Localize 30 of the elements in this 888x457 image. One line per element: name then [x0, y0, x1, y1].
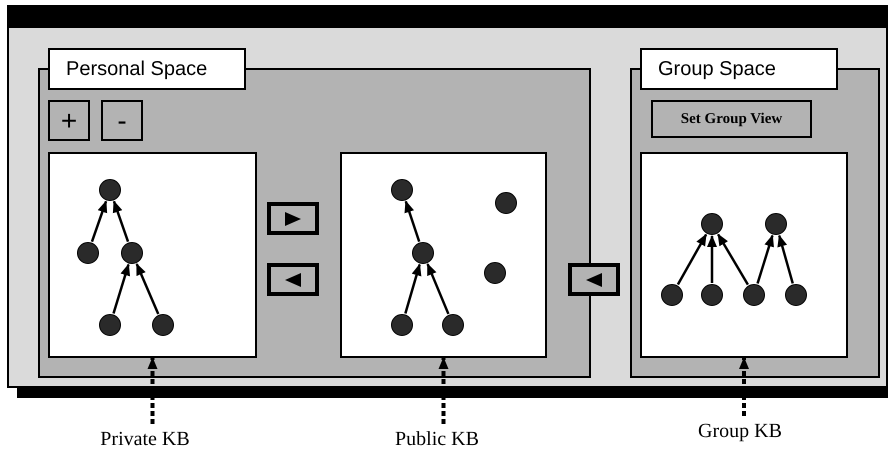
arrow	[112, 264, 130, 314]
arrow	[707, 235, 717, 283]
panel-title-tab: Personal Space	[48, 48, 246, 90]
panel-title-tab: Group Space	[640, 48, 838, 90]
copy-left-button	[568, 263, 620, 296]
knowledge-base-view	[340, 152, 547, 358]
copy-right-button	[267, 202, 319, 235]
arrow	[676, 234, 708, 286]
arrow	[756, 234, 774, 284]
arrow	[404, 264, 422, 314]
dashed-arrow	[739, 357, 749, 416]
zoom-button: +	[48, 100, 90, 141]
arrow	[112, 200, 130, 242]
arrow	[777, 234, 794, 284]
arrow	[136, 263, 160, 314]
kb-caption: Private KB	[100, 427, 190, 452]
kb-caption: Public KB	[395, 427, 479, 452]
dashed-arrow	[148, 357, 158, 424]
application-window	[7, 5, 888, 388]
set-view-button: Set Group View	[651, 100, 812, 138]
knowledge-base-view	[48, 152, 257, 358]
kb-caption: Group KB	[698, 419, 782, 444]
arrow	[717, 233, 749, 286]
knowledge-base-view	[640, 152, 848, 358]
arrow	[90, 200, 108, 242]
arrow	[426, 263, 450, 314]
arrow	[404, 200, 420, 242]
copy-left-button	[267, 263, 319, 296]
zoom-button: -	[101, 100, 143, 141]
dashed-arrow	[438, 357, 448, 424]
